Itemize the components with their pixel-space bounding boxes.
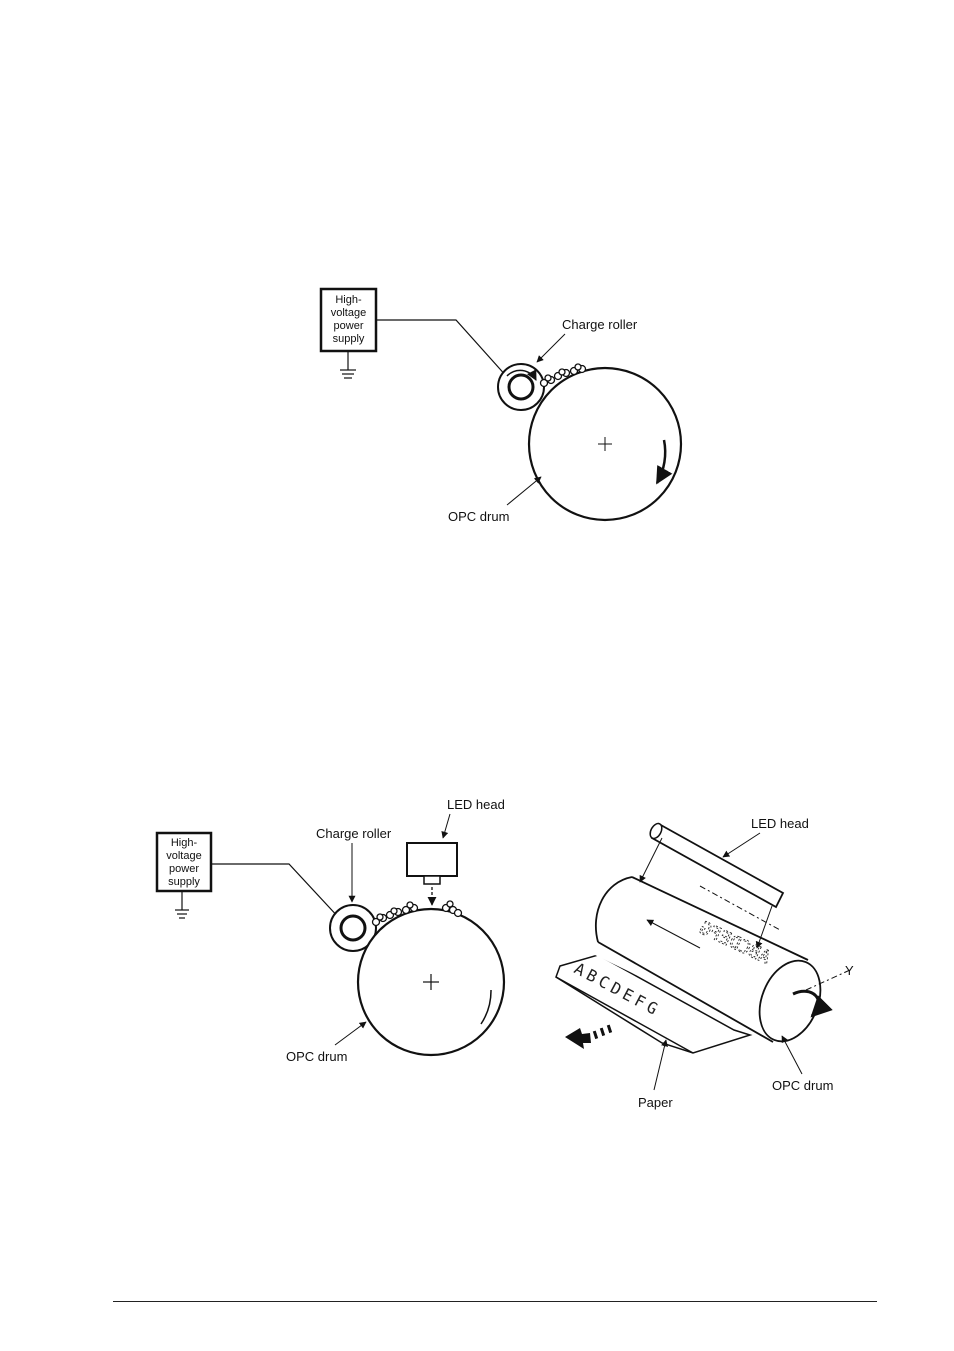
paper-sheet: ABCDEFG bbox=[555, 954, 753, 1054]
charge-roller-leader-1 bbox=[536, 333, 566, 363]
exposure-diagram: High- voltage power supply bbox=[155, 797, 506, 1064]
transfer-perspective-diagram: ABCDEFG ABCDEFG Y bbox=[555, 816, 854, 1110]
hv-power-supply-box-1: High- voltage power supply bbox=[319, 287, 378, 353]
roller-rotation-arrow-1 bbox=[506, 369, 537, 381]
drum-rotation-arc-2 bbox=[480, 989, 492, 1025]
ground-symbol-2 bbox=[175, 891, 189, 919]
led-head-2 bbox=[406, 842, 458, 906]
opc-drum-leader-2 bbox=[334, 1021, 367, 1046]
scan-direction-arrow bbox=[646, 919, 701, 949]
surface-charges-2 bbox=[371, 900, 463, 927]
drum-rotation-arrow-1 bbox=[655, 439, 673, 485]
drum-axis-end bbox=[805, 969, 851, 991]
supply-wire-1 bbox=[376, 319, 509, 379]
charge-roller-label-1: Charge roller bbox=[562, 317, 638, 332]
opc-drum-label-2: OPC drum bbox=[286, 1049, 347, 1064]
charging-diagram: High- voltage power supply bbox=[319, 287, 683, 524]
hv-supply-line-3: power bbox=[334, 320, 364, 332]
paper-leader bbox=[653, 1039, 668, 1091]
opc-drum-cylinder: ABCDEFG Y bbox=[594, 876, 854, 1043]
supply-wire-2 bbox=[211, 863, 342, 921]
led-light-ray-left bbox=[639, 837, 663, 883]
hv-supply-line-2: voltage bbox=[166, 850, 201, 862]
led-head-leader-3 bbox=[722, 832, 761, 858]
axis-end-mark: Y bbox=[845, 963, 854, 978]
charge-roller-2 bbox=[329, 904, 377, 952]
footer-rule bbox=[113, 1301, 877, 1302]
opc-drum-2 bbox=[356, 907, 506, 1057]
opc-drum-label-1: OPC drum bbox=[448, 509, 509, 524]
paper-feed-arrow bbox=[565, 1024, 613, 1049]
hv-supply-line-3: power bbox=[169, 863, 199, 875]
led-head-label-2: LED head bbox=[447, 797, 505, 812]
hv-supply-line-1: High- bbox=[335, 294, 362, 306]
led-head-label-3: LED head bbox=[751, 816, 809, 831]
hv-supply-line-4: supply bbox=[333, 333, 365, 345]
drum-axis-top bbox=[699, 885, 781, 931]
charge-roller-label-2: Charge roller bbox=[316, 826, 392, 841]
charge-roller-1 bbox=[497, 363, 545, 411]
hv-power-supply-box-2: High- voltage power supply bbox=[155, 831, 213, 893]
led-head-leader-2 bbox=[441, 813, 451, 839]
hv-supply-line-1: High- bbox=[171, 837, 198, 849]
hv-supply-line-4: supply bbox=[168, 876, 200, 888]
paper-label: Paper bbox=[638, 1095, 673, 1110]
drum-rotation-arrow-3 bbox=[792, 989, 833, 1018]
hv-supply-line-2: voltage bbox=[331, 307, 366, 319]
opc-drum-leader-3 bbox=[781, 1035, 803, 1075]
led-light-ray-right bbox=[755, 905, 773, 949]
opc-drum-label-3: OPC drum bbox=[772, 1078, 833, 1093]
surface-charges-1 bbox=[539, 363, 587, 388]
opc-drum-1 bbox=[527, 366, 683, 522]
opc-drum-leader-1 bbox=[506, 476, 542, 506]
ground-symbol-1 bbox=[340, 351, 356, 379]
led-head-bar bbox=[639, 822, 785, 949]
